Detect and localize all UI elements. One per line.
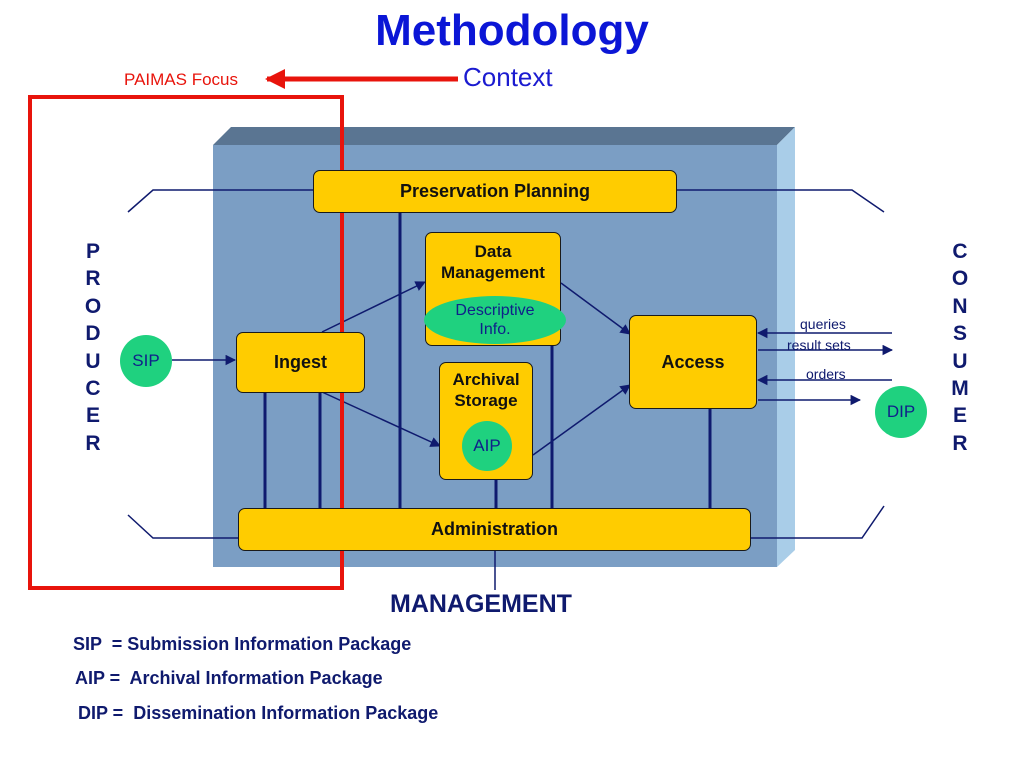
producer-label: PRODUCER <box>84 240 102 455</box>
sip-label: SIP <box>132 351 160 370</box>
management-label: MANAGEMENT <box>390 590 572 618</box>
consumer-label: CONSUMER <box>951 240 969 455</box>
ingest-box: Ingest <box>236 332 365 393</box>
producer-bracket-top <box>127 189 314 213</box>
administration-box: Administration <box>238 508 751 551</box>
data-management-label: Data Management <box>441 242 545 282</box>
page-title: Methodology <box>375 6 649 55</box>
consumer-bracket-top <box>677 189 885 213</box>
context-label: Context <box>463 62 553 92</box>
access-label: Access <box>661 351 725 372</box>
producer-bracket-bottom <box>127 514 240 539</box>
storage-to-access-arrow <box>532 384 631 456</box>
aip-circle: AIP <box>462 421 512 471</box>
preservation-planning-label: Preservation Planning <box>399 181 591 201</box>
queries-label: queries <box>800 316 846 332</box>
ingest-label: Ingest <box>273 352 327 372</box>
panel-top-face <box>213 127 795 145</box>
preservation-planning-box: Preservation Planning <box>313 170 677 213</box>
archival-storage-label: Archival Storage <box>452 370 520 410</box>
access-box: Access <box>629 315 757 409</box>
dip-circle: DIP <box>875 386 927 438</box>
descriptive-info-label: Descriptive Info. <box>455 302 535 338</box>
ingest-to-data-mgmt-arrow <box>321 281 426 333</box>
data-mgmt-to-access-arrow <box>560 282 631 335</box>
legend-aip: AIP = Archival Information Package <box>75 668 383 688</box>
consumer-bracket-bottom <box>750 505 885 539</box>
administration-label: Administration <box>430 519 558 539</box>
orders-label: orders <box>806 366 846 382</box>
result-sets-label: result sets <box>787 337 851 353</box>
dip-label: DIP <box>886 402 916 421</box>
aip-label: AIP <box>473 436 501 455</box>
descriptive-info-ellipse: Descriptive Info. <box>424 296 566 344</box>
panel-side-face <box>777 127 795 567</box>
legend-dip: DIP = Dissemination Information Package <box>78 703 439 723</box>
paimas-focus-label: PAIMAS Focus <box>124 70 238 89</box>
sip-circle: SIP <box>120 335 172 387</box>
legend-sip: SIP = Submission Information Package <box>73 634 412 654</box>
